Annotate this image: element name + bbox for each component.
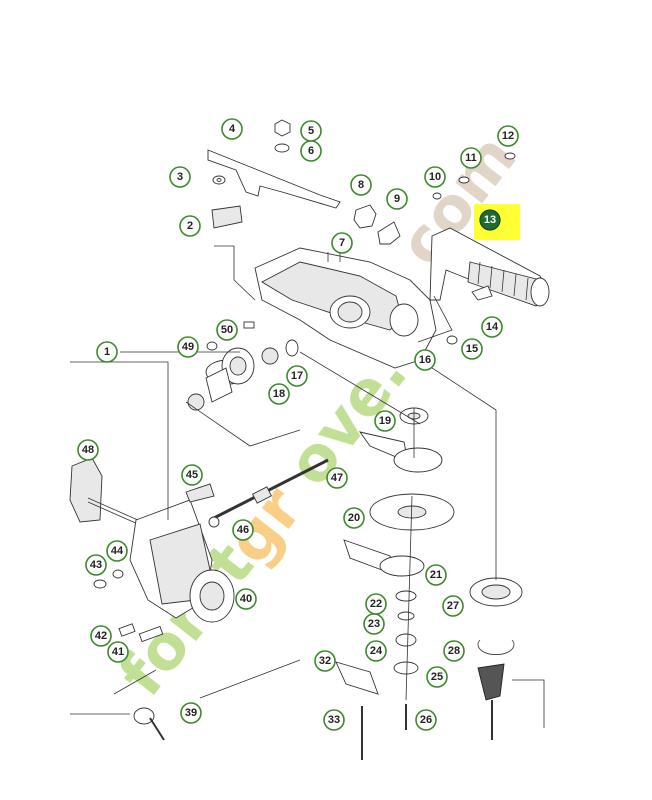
svg-text:49: 49 (182, 341, 194, 353)
callout-48[interactable]: 48 (77, 439, 99, 461)
callout-16[interactable]: 16 (414, 349, 436, 371)
svg-text:26: 26 (420, 714, 432, 726)
handle-grip-part (429, 227, 550, 307)
svg-text:4: 4 (229, 123, 236, 135)
svg-text:23: 23 (368, 618, 380, 630)
callout-3[interactable]: 3 (169, 166, 191, 188)
svg-text:24: 24 (370, 645, 383, 657)
svg-text:25: 25 (431, 671, 443, 683)
svg-text:33: 33 (328, 714, 340, 726)
callout-4[interactable]: 4 (221, 118, 243, 140)
bearing-pinion-part (469, 577, 523, 740)
callout-22[interactable]: 22 (365, 593, 387, 615)
callout-44[interactable]: 44 (106, 540, 128, 562)
callout-12[interactable]: 12 (497, 125, 519, 147)
callout-6[interactable]: 6 (300, 140, 322, 162)
callout-25[interactable]: 25 (426, 666, 448, 688)
callout-43[interactable]: 43 (85, 554, 107, 576)
callout-10[interactable]: 10 (424, 166, 446, 188)
callout-33[interactable]: 33 (323, 709, 345, 731)
bevel-gear-assembly (187, 321, 299, 411)
callout-9[interactable]: 9 (386, 188, 408, 210)
svg-text:46: 46 (237, 524, 249, 536)
svg-text:22: 22 (370, 598, 382, 610)
svg-text:12: 12 (502, 130, 514, 142)
callout-8[interactable]: 8 (350, 174, 372, 196)
svg-text:7: 7 (339, 237, 345, 249)
svg-text:16: 16 (419, 354, 431, 366)
svg-text:27: 27 (447, 600, 459, 612)
main-housing-part (254, 247, 437, 369)
svg-text:42: 42 (95, 630, 107, 642)
svg-text:6: 6 (308, 145, 314, 157)
callout-40[interactable]: 40 (235, 588, 257, 610)
callout-27[interactable]: 27 (442, 595, 464, 617)
callout-5[interactable]: 5 (300, 120, 322, 142)
svg-text:17: 17 (291, 370, 303, 382)
svg-text:19: 19 (379, 415, 391, 427)
svg-text:5: 5 (308, 125, 314, 137)
svg-text:44: 44 (111, 545, 124, 557)
callout-47[interactable]: 47 (326, 467, 348, 489)
svg-text:9: 9 (394, 193, 400, 205)
svg-text:15: 15 (466, 343, 478, 355)
callout-28[interactable]: 28 (443, 640, 465, 662)
callout-41[interactable]: 41 (107, 641, 129, 663)
callout-19[interactable]: 19 (374, 410, 396, 432)
svg-text:45: 45 (186, 469, 198, 481)
svg-text:8: 8 (358, 179, 364, 191)
callout-20[interactable]: 20 (343, 507, 365, 529)
callout-32[interactable]: 32 (314, 650, 336, 672)
callout-49[interactable]: 49 (177, 336, 199, 358)
svg-text:2: 2 (187, 220, 193, 232)
svg-text:48: 48 (82, 444, 94, 456)
mounting-plate-part (207, 149, 341, 229)
svg-text:43: 43 (90, 559, 102, 571)
svg-text:28: 28 (448, 645, 460, 657)
callout-13[interactable]: 13 (479, 209, 501, 231)
svg-text:11: 11 (465, 152, 477, 164)
svg-text:41: 41 (112, 646, 124, 658)
svg-text:39: 39 (185, 707, 197, 719)
callout-21[interactable]: 21 (425, 564, 447, 586)
callout-23[interactable]: 23 (363, 613, 385, 635)
callout-46[interactable]: 46 (232, 519, 254, 541)
svg-text:50: 50 (221, 324, 233, 336)
callout-45[interactable]: 45 (181, 464, 203, 486)
svg-text:3: 3 (177, 171, 183, 183)
nut-washer-parts (212, 119, 516, 345)
callout-7[interactable]: 7 (331, 232, 353, 254)
svg-text:13: 13 (484, 214, 496, 226)
callout-17[interactable]: 17 (286, 365, 308, 387)
svg-text:10: 10 (429, 171, 441, 183)
svg-text:21: 21 (430, 569, 442, 581)
svg-text:14: 14 (486, 321, 499, 333)
svg-text:20: 20 (348, 512, 360, 524)
center-gear-stack (335, 407, 455, 760)
callout-11[interactable]: 11 (460, 147, 482, 169)
svg-text:40: 40 (240, 593, 252, 605)
callout-18[interactable]: 18 (268, 383, 290, 405)
svg-text:1: 1 (104, 346, 110, 358)
svg-text:18: 18 (273, 388, 285, 400)
callout-50[interactable]: 50 (216, 319, 238, 341)
callout-1[interactable]: 1 (96, 341, 118, 363)
svg-text:32: 32 (319, 655, 331, 667)
callout-26[interactable]: 26 (415, 709, 437, 731)
drive-shaft-part (185, 458, 329, 528)
svg-text:47: 47 (331, 472, 343, 484)
callout-24[interactable]: 24 (365, 640, 387, 662)
callout-42[interactable]: 42 (90, 625, 112, 647)
callout-2[interactable]: 2 (179, 215, 201, 237)
lower-shaft-part (133, 707, 165, 741)
callout-15[interactable]: 15 (461, 338, 483, 360)
callout-39[interactable]: 39 (180, 702, 202, 724)
callout-14[interactable]: 14 (481, 316, 503, 338)
motor-housing-part (69, 457, 235, 643)
